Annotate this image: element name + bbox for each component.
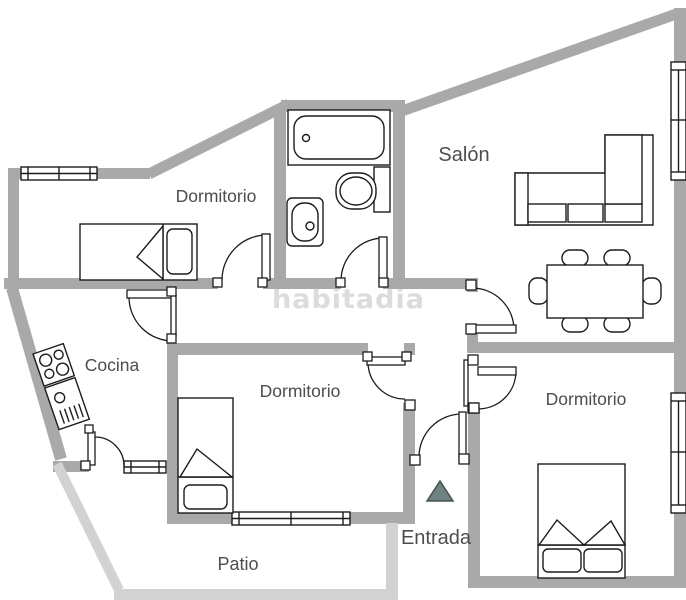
wall-dorm3-top: [467, 342, 674, 353]
sofa: [514, 134, 654, 226]
wall-dorm2-top-jamb: [404, 343, 415, 355]
door-bathroom: [335, 236, 389, 288]
kitchen-unit: [32, 342, 91, 431]
wall-kitchen-bottom: [53, 461, 89, 472]
bed-dorm2: [177, 397, 234, 514]
door-patio: [80, 424, 125, 471]
patio-wall-right: [386, 523, 398, 600]
room-labels: Dormitorio Salón Cocina Dormitorio Dormi…: [85, 144, 627, 574]
wall-hall-top-east: [383, 278, 477, 289]
label-patio: Patio: [217, 554, 258, 574]
dining-table: [528, 249, 662, 333]
entrance-arrow-icon: [425, 479, 455, 502]
kitchen-sink: [43, 376, 91, 431]
wall-salon-door-bottom: [467, 326, 478, 348]
wall-hall-top-mid: [263, 278, 341, 289]
door-dorm1: [212, 233, 271, 288]
label-dormitorio-center: Dormitorio: [260, 381, 341, 401]
window-dorm1-top: [20, 166, 98, 181]
wall-dorm2-top: [167, 343, 368, 355]
window-dorm3-right: [670, 392, 686, 514]
wall-dorm2-left: [167, 343, 178, 524]
label-salon: Salón: [438, 144, 489, 166]
wall-dorm3-left: [468, 407, 480, 588]
label-entrada: Entrada: [401, 527, 472, 549]
patio-wall-diagonal: [52, 461, 124, 593]
wall-salon-diagonal: [397, 7, 681, 118]
wall-kitchen-diagonal: [6, 286, 67, 461]
patio-walls: [52, 461, 398, 600]
toilet: [335, 166, 391, 213]
label-dormitorio-top-left: Dormitorio: [176, 186, 257, 206]
window-dorm2-bottom: [231, 511, 351, 526]
windows: [20, 61, 686, 526]
bathtub: [287, 109, 391, 166]
chair: [641, 277, 662, 305]
furniture: [32, 109, 662, 579]
wall-dorm3-bottom: [468, 576, 686, 588]
label-dormitorio-right: Dormitorio: [546, 389, 627, 409]
bed-dorm1: [79, 223, 198, 281]
chair: [603, 249, 631, 267]
table-top: [546, 264, 644, 319]
watermark-text: habitadia: [272, 284, 425, 315]
washbasin: [286, 197, 324, 247]
wall-dorm1-diagonal: [146, 99, 292, 179]
window-salon-right: [670, 61, 686, 181]
wall-bath-left: [274, 106, 286, 288]
door-dorm2: [362, 351, 412, 400]
patio-wall-bottom: [114, 589, 398, 600]
chair: [528, 277, 549, 305]
wall-hall-top-west: [4, 278, 218, 289]
wall-entrada-left: [403, 403, 415, 524]
door-entrada: [404, 399, 480, 466]
wall-dorm1-left: [8, 168, 19, 290]
stove: [32, 342, 76, 388]
window-kitchen-bottom: [123, 460, 167, 474]
chair: [561, 249, 589, 267]
doors: [80, 233, 517, 471]
door-cocina: [126, 286, 177, 344]
bed-dorm3: [537, 463, 627, 579]
label-cocina: Cocina: [85, 355, 140, 375]
door-salon: [465, 279, 517, 335]
wall-bath-top: [281, 100, 405, 112]
wall-bath-right: [393, 108, 405, 288]
